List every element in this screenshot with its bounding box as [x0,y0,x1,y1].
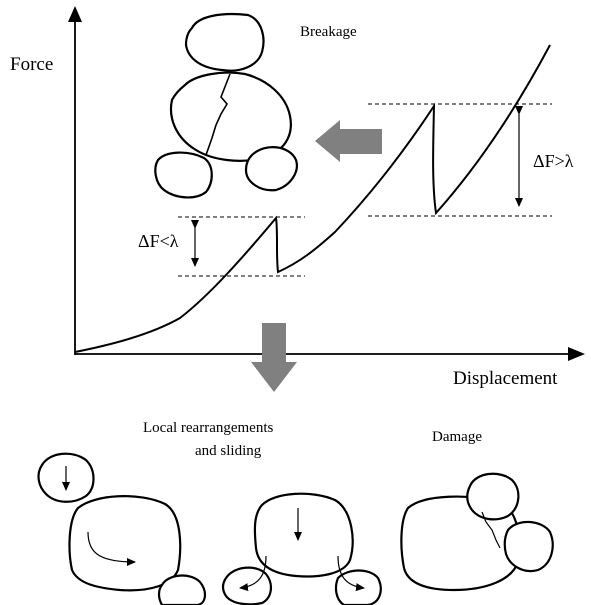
sliding-particle-small-bottom-left [157,574,206,605]
damage-group [400,472,554,592]
sliding-particle-small-left-middle [221,566,272,605]
damage-particle-right [503,520,554,573]
sliding-particle-big-left [68,495,182,592]
x-axis-arrowhead [568,347,585,361]
breakage-label: Breakage [300,24,357,40]
sliding-group-middle [221,492,382,605]
sliding-arrow-left-middle [239,555,267,592]
breakage-crack [205,73,231,156]
damage-particle-top [466,472,520,521]
y-axis-label: Force [10,54,53,75]
sliding-group-left [37,452,206,605]
x-axis-label: Displacement [453,368,558,389]
sliding-arrow-curve [87,531,136,566]
breakage-particle-left [154,151,213,199]
breakage-arrow [315,120,382,162]
delta-small-label: ΔF<λ [138,231,179,251]
sliding-arrow-right-middle [337,555,365,592]
breakage-particle-right [244,146,298,192]
rearrangement-label-line2: and sliding [195,443,262,459]
delta-large-label: ΔF>λ [533,151,574,171]
y-axis-arrowhead [68,6,82,22]
breakage-particle-top [184,12,265,72]
rearrangement-arrow [251,323,297,392]
force-curve [74,44,551,353]
sliding-particle-big-middle [253,492,354,578]
damage-crack [481,511,501,549]
damage-label: Damage [432,429,482,445]
rearrangement-label-line1: Local rearrangements [143,420,274,436]
breakage-particles [154,12,298,199]
